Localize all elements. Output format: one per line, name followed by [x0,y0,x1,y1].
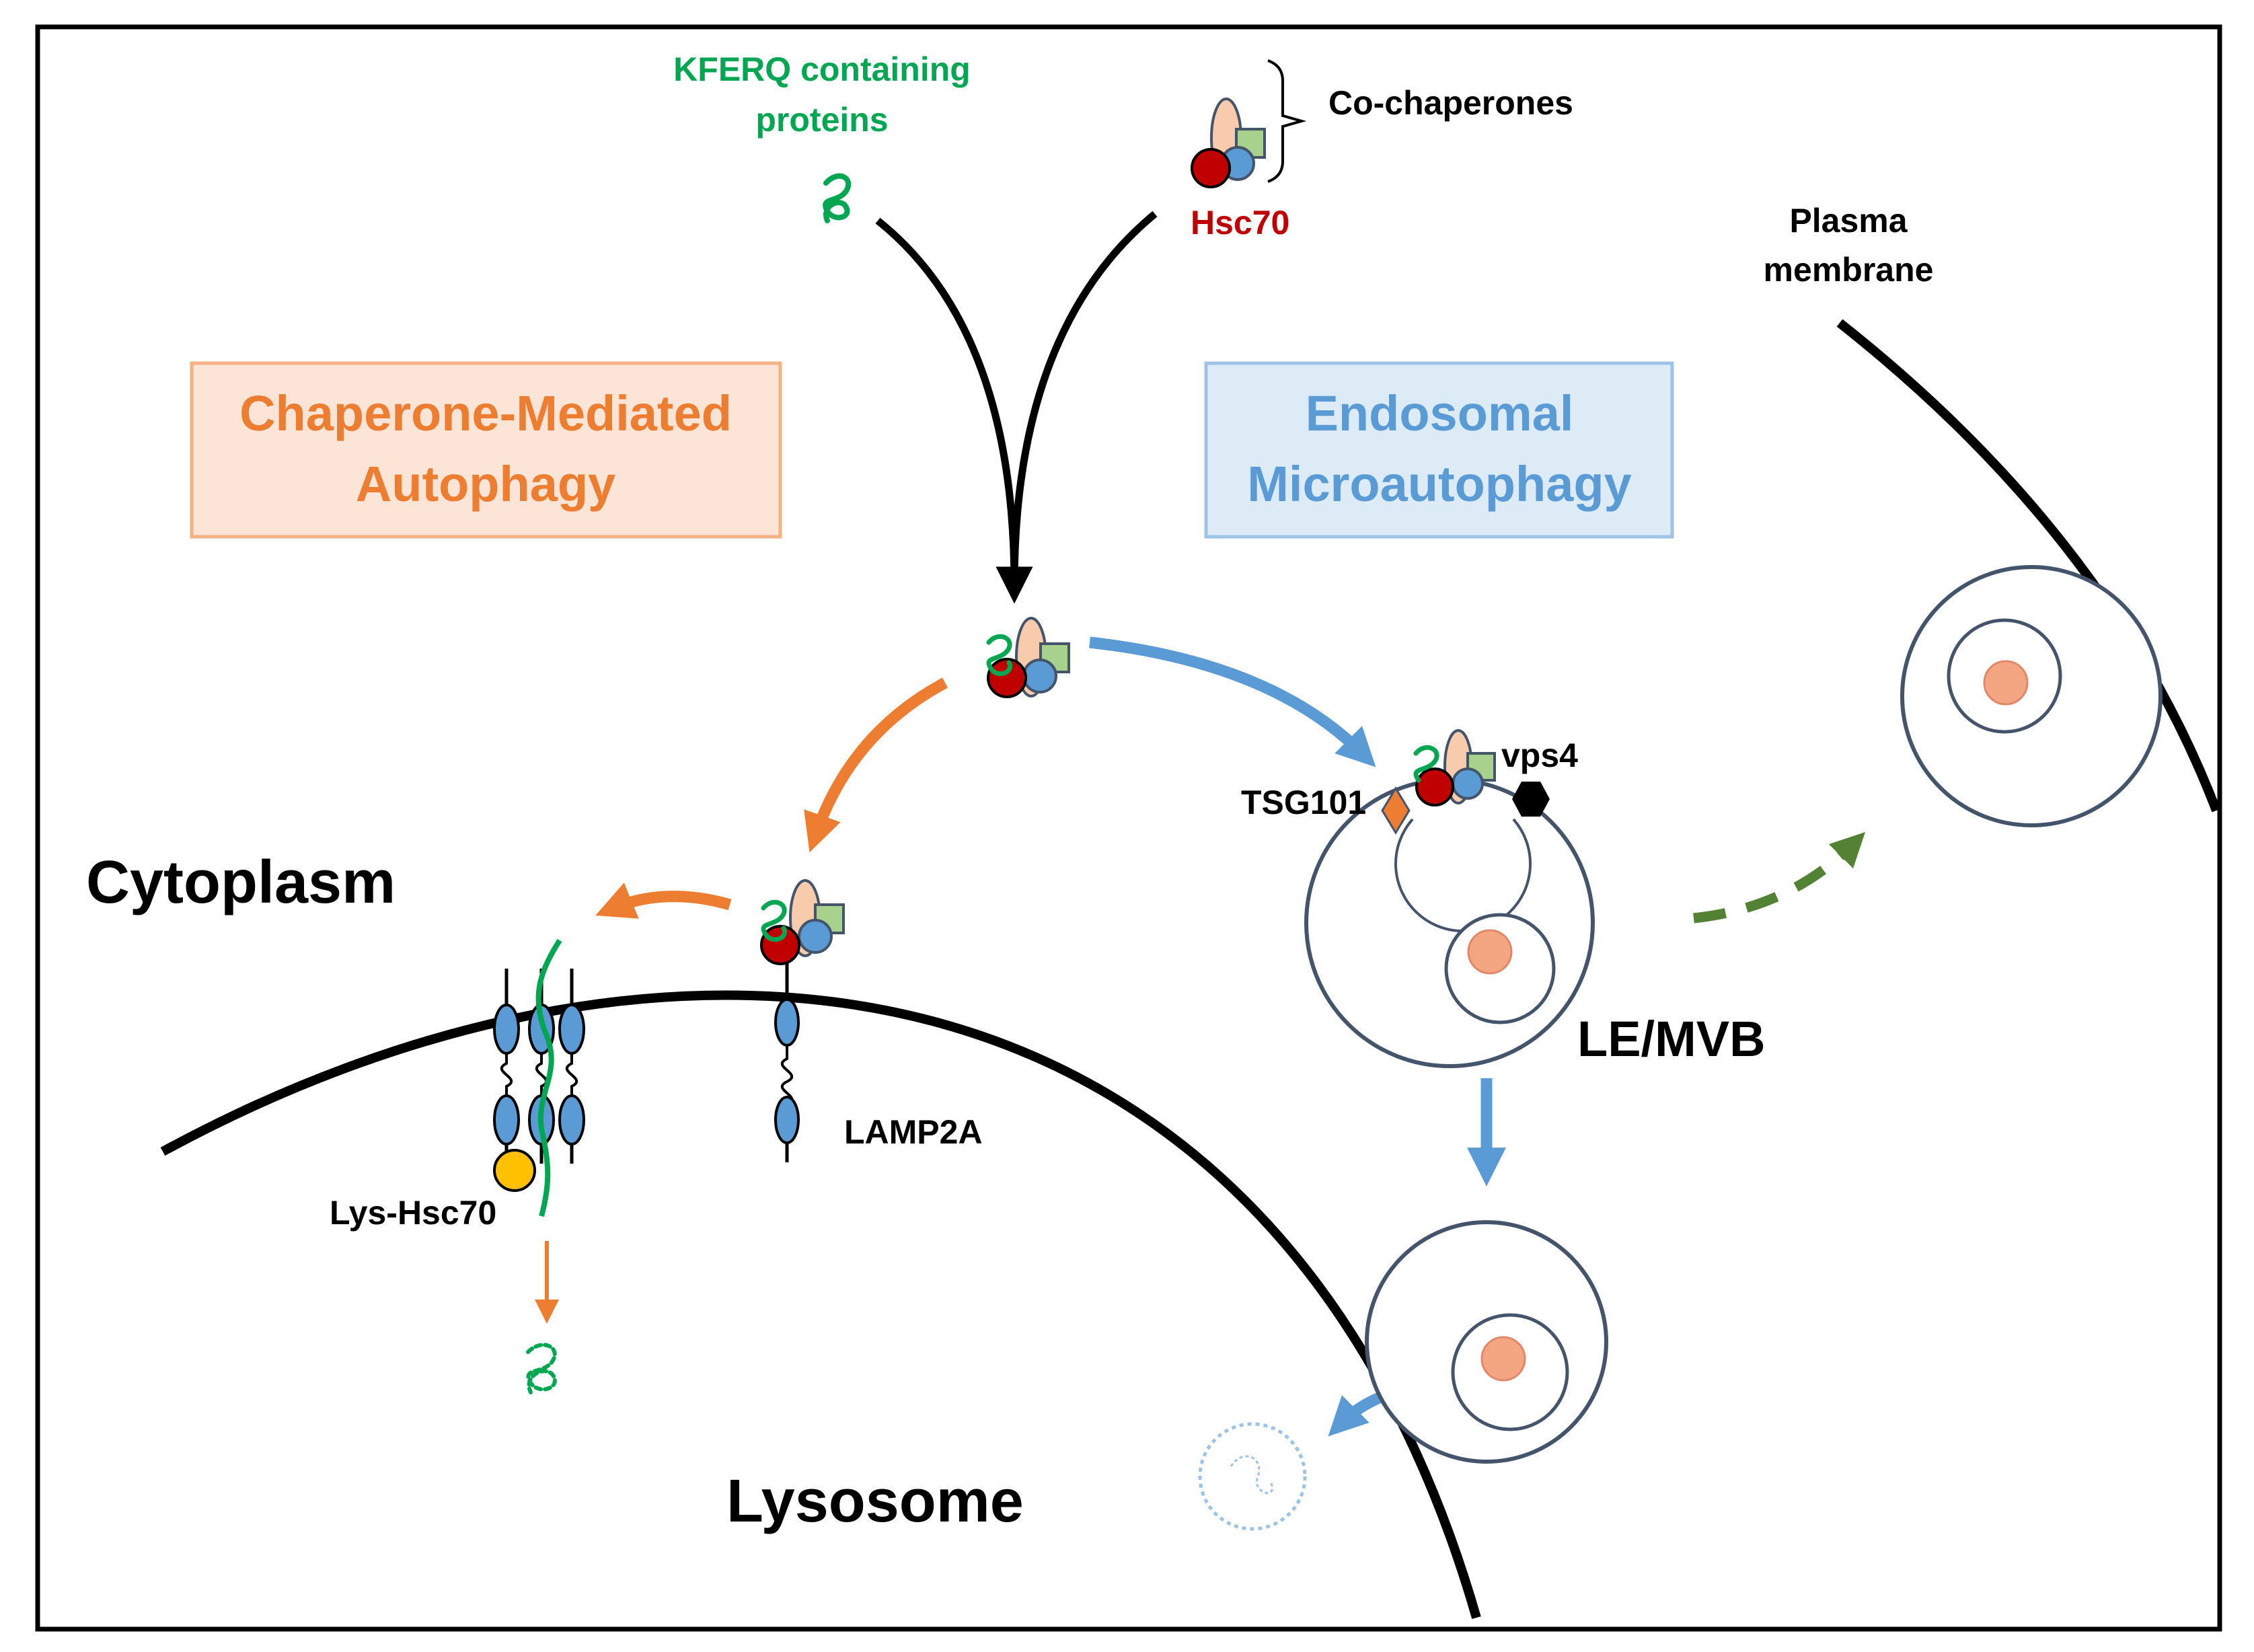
cytoplasm-label: Cytoplasm [86,849,396,916]
cma-arrow-to-lamp2a [804,677,948,853]
mvb-bound-complex [1413,729,1496,806]
kferq-substrate-icon [823,173,852,223]
figure-border [35,24,2222,1632]
hsc70-label: Hsc70 [1191,204,1289,241]
degraded-substrate-icon [526,1343,557,1394]
em-arrow-to-mvb [1089,636,1376,767]
em-title-box [1204,361,1674,539]
hsc70-complex-free [1191,98,1266,188]
hsc70-arrow [995,211,1158,604]
cma-title-line2: Autophagy [356,456,615,512]
em-title-line2: Microautophagy [1247,456,1631,512]
co-chaperones-label: Co-chaperones [1328,84,1573,122]
tsg101-icon [1381,786,1411,835]
exosome [1900,565,2163,827]
cma-title-box [190,361,782,539]
plasma-membrane-label-line2: membrane [1764,251,1934,289]
translocating-substrate [535,938,562,1217]
lys-hsc70-label: Lys-Hsc70 [330,1194,496,1232]
tsg101-label: TSG101 [1241,784,1366,821]
lamp2a-bound-complex [760,879,845,965]
co-chaperones-bracket [1267,59,1307,183]
mvb-in-lysosome [1365,1220,1608,1464]
le-mvb [1304,778,1595,1068]
cma-title-line1: Chaperone-Mediated [239,385,732,441]
kferq-label-line1: KFERQ containing [673,50,971,88]
plasma-membrane-label-line1: Plasma [1789,202,1908,239]
lamp2a-monomer [774,955,800,1162]
em-title-line1: Endosomal [1306,385,1574,441]
exosome-release-arrow [1693,831,1866,924]
substrate-arrow [875,217,1018,586]
kferq-label-line2: proteins [755,101,888,139]
lys-hsc70-icon [493,1149,536,1192]
lysosome-label: Lysosome [726,1468,1024,1535]
vps4-label: vps4 [1501,737,1578,774]
vps4-icon [1512,782,1550,817]
lamp2a-label: LAMP2A [844,1113,983,1151]
degraded-vesicle [1198,1422,1307,1531]
le-mvb-label: LE/MVB [1577,1011,1766,1067]
plasma-membrane-arc [1836,319,2221,813]
hsc70-substrate-complex [986,617,1070,698]
cma-arrow-translocation [595,883,732,919]
lysosome-membrane-arc [160,990,1481,1619]
